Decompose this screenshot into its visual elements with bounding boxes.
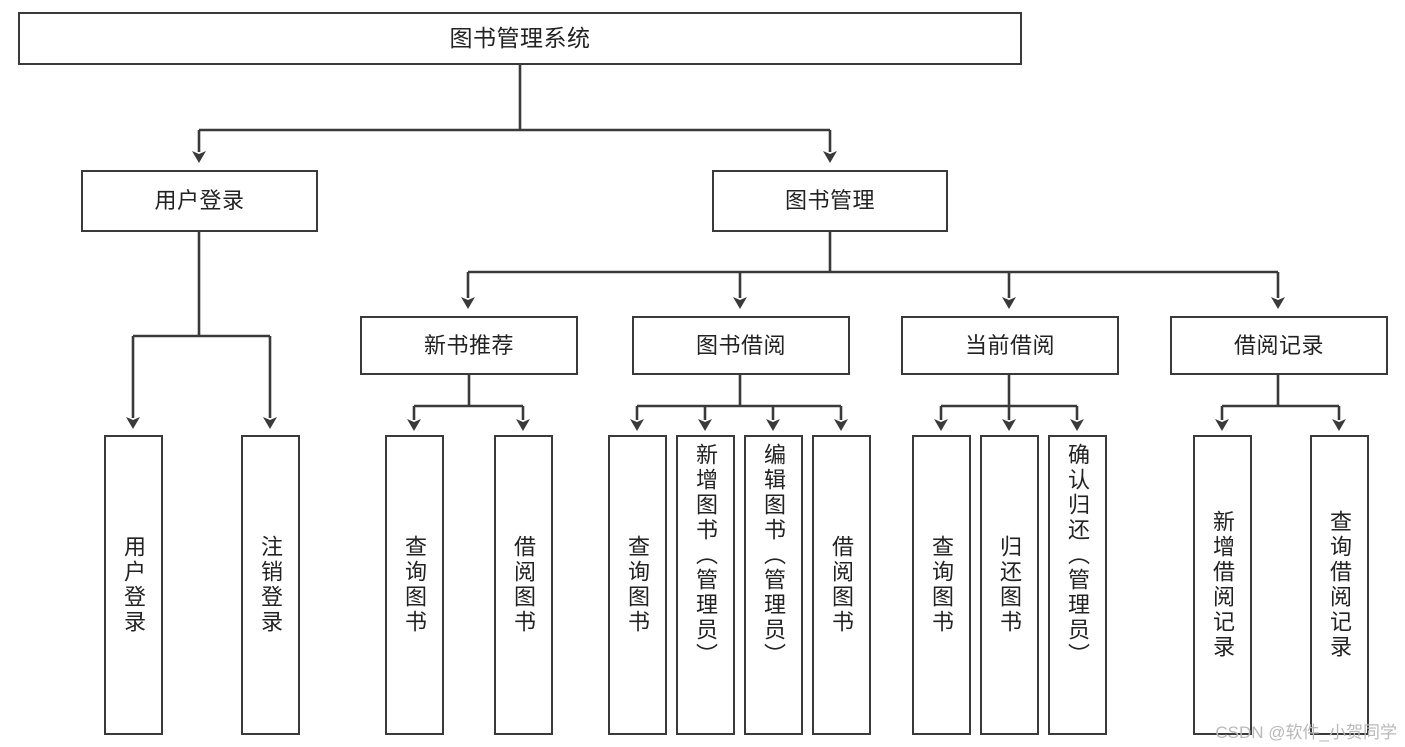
leaf-query-book-3[interactable]: 查询图书: [912, 435, 971, 735]
leaf-add-book-admin-label: 新增图书（管理员）: [693, 443, 719, 668]
leaf-borrow-book-1[interactable]: 借阅图书: [494, 435, 553, 735]
csdn-watermark: CSDN @软件_小贺同学: [1215, 723, 1397, 742]
leaf-edit-book-admin-label: 编辑图书（管理员）: [761, 443, 787, 668]
leaf-query-book-2[interactable]: 查询图书: [608, 435, 667, 735]
leaf-confirm-return-admin-label: 确认归还（管理员）: [1065, 443, 1091, 668]
node-new-book-recommend-label: 新书推荐: [423, 332, 514, 358]
node-current-borrow-label: 当前借阅: [964, 332, 1055, 358]
node-root[interactable]: 图书管理系统: [18, 12, 1022, 65]
leaf-add-borrow-record-label: 新增借阅记录: [1210, 510, 1236, 660]
node-user-login-label: 用户登录: [154, 188, 245, 214]
leaf-add-borrow-record[interactable]: 新增借阅记录: [1193, 435, 1252, 735]
node-book-manage[interactable]: 图书管理: [712, 170, 948, 232]
leaf-add-book-admin[interactable]: 新增图书（管理员）: [676, 435, 735, 735]
node-borrow-record[interactable]: 借阅记录: [1170, 316, 1388, 375]
node-borrow-record-label: 借阅记录: [1233, 332, 1324, 358]
leaf-query-borrow-record-label: 查询借阅记录: [1327, 510, 1353, 660]
node-user-login[interactable]: 用户登录: [81, 170, 318, 232]
leaf-query-book-3-label: 查询图书: [929, 535, 955, 635]
leaf-logout-label: 注销登录: [258, 535, 284, 635]
leaf-confirm-return-admin[interactable]: 确认归还（管理员）: [1048, 435, 1107, 735]
node-book-borrow[interactable]: 图书借阅: [632, 316, 850, 375]
node-root-label: 图书管理系统: [449, 25, 591, 52]
node-current-borrow[interactable]: 当前借阅: [901, 316, 1119, 375]
leaf-query-book-1[interactable]: 查询图书: [385, 435, 444, 735]
leaf-return-book[interactable]: 归还图书: [980, 435, 1039, 735]
leaf-borrow-book-2[interactable]: 借阅图书: [812, 435, 871, 735]
leaf-query-book-2-label: 查询图书: [625, 535, 651, 635]
leaf-return-book-label: 归还图书: [997, 535, 1023, 635]
leaf-query-book-1-label: 查询图书: [402, 535, 428, 635]
leaf-borrow-book-1-label: 借阅图书: [511, 535, 537, 635]
leaf-user-login-label: 用户登录: [121, 535, 147, 635]
node-new-book-recommend[interactable]: 新书推荐: [360, 316, 578, 375]
leaf-borrow-book-2-label: 借阅图书: [829, 535, 855, 635]
leaf-edit-book-admin[interactable]: 编辑图书（管理员）: [744, 435, 803, 735]
node-book-manage-label: 图书管理: [784, 188, 875, 214]
leaf-user-login[interactable]: 用户登录: [104, 435, 163, 735]
leaf-logout[interactable]: 注销登录: [241, 435, 300, 735]
leaf-query-borrow-record[interactable]: 查询借阅记录: [1310, 435, 1369, 735]
node-book-borrow-label: 图书借阅: [695, 332, 786, 358]
